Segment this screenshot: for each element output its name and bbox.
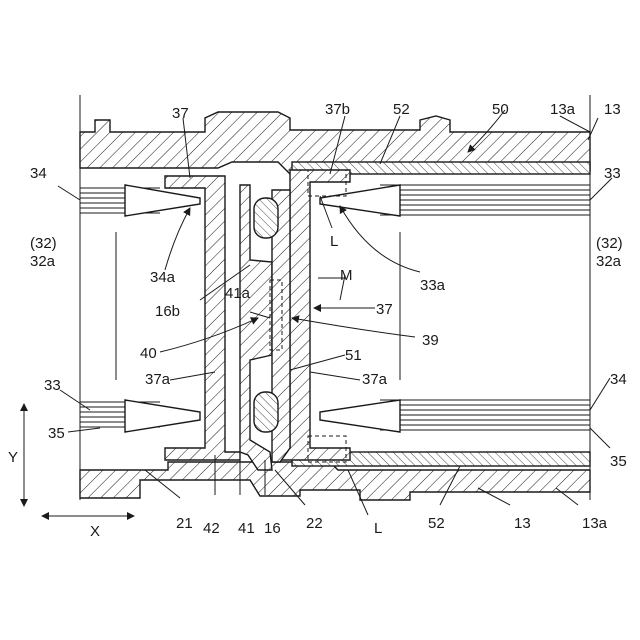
label-35-right: 35 <box>610 453 627 470</box>
axis-arrows <box>24 404 134 516</box>
label-32-left-paren: (32) <box>30 235 57 252</box>
label-13-bottom: 13 <box>514 515 531 532</box>
label-32a-left: 32a <box>30 253 56 270</box>
label-32a-right: 32a <box>596 253 622 270</box>
label-L-bottom: L <box>374 520 382 537</box>
label-L-top: L <box>330 233 338 250</box>
label-37b: 37b <box>325 101 350 118</box>
label-22: 22 <box>306 515 323 532</box>
label-13-top: 13 <box>604 101 621 118</box>
seal-top <box>254 198 278 238</box>
label-33-right: 33 <box>604 165 621 182</box>
label-Y: Y <box>8 449 18 466</box>
label-21: 21 <box>176 515 193 532</box>
label-X: X <box>90 523 100 540</box>
bottom-outer-wall <box>80 462 590 500</box>
label-42: 42 <box>203 520 220 537</box>
label-40: 40 <box>140 345 157 362</box>
right-bottom-cable-bundle <box>320 400 590 432</box>
seal-bottom <box>254 392 278 432</box>
label-34-right: 34 <box>610 371 627 388</box>
label-37-mid: 37 <box>376 301 393 318</box>
label-51: 51 <box>345 347 362 364</box>
left-top-cable-bundle <box>80 185 200 216</box>
label-34a: 34a <box>150 269 176 286</box>
label-16: 16 <box>264 520 281 537</box>
label-52-top: 52 <box>393 101 410 118</box>
label-50: 50 <box>492 101 509 118</box>
label-32-right-paren: (32) <box>596 235 623 252</box>
label-37a-left: 37a <box>145 371 171 388</box>
label-37a-right: 37a <box>362 371 388 388</box>
label-52-bottom: 52 <box>428 515 445 532</box>
label-33a: 33a <box>420 277 446 294</box>
label-41: 41 <box>238 520 255 537</box>
label-M: M <box>340 267 353 284</box>
label-41a: 41a <box>225 285 251 302</box>
label-35-left: 35 <box>48 425 65 442</box>
label-37-top: 37 <box>172 105 189 122</box>
right-top-cable-bundle <box>320 185 590 216</box>
label-16b: 16b <box>155 303 180 320</box>
label-33-left: 33 <box>44 377 61 394</box>
label-13a-top: 13a <box>550 101 576 118</box>
label-13a-bottom: 13a <box>582 515 608 532</box>
label-34-left: 34 <box>30 165 47 182</box>
label-39: 39 <box>422 332 439 349</box>
left-bottom-cable-bundle <box>80 400 200 432</box>
